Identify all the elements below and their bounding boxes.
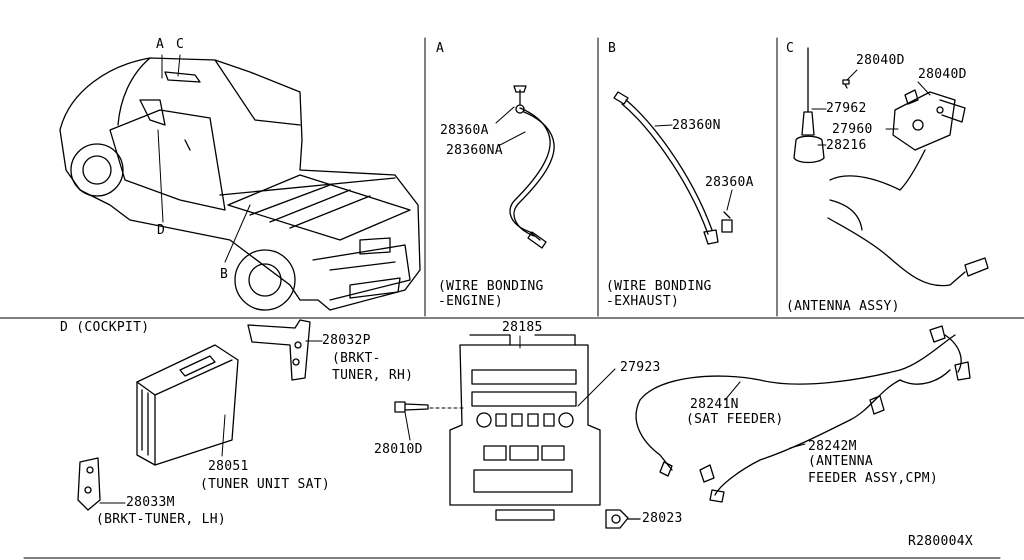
truck-illustration bbox=[60, 58, 420, 310]
caption-antenna-assy: (ANTENNA ASSY) bbox=[786, 299, 900, 314]
caption-brkt-rh-2: TUNER, RH) bbox=[332, 368, 414, 383]
caption-antenna-feeder-2: FEEDER ASSY,CPM) bbox=[808, 471, 939, 486]
part-28241n: 28241N bbox=[690, 397, 739, 412]
panel-dividers bbox=[0, 38, 1024, 558]
caption-engine-2: -ENGINE) bbox=[438, 294, 504, 309]
part-27960: 27960 bbox=[832, 122, 873, 137]
radio-unit bbox=[450, 335, 600, 520]
exhaust-leaders bbox=[655, 125, 732, 210]
bracket-rh bbox=[248, 320, 310, 380]
part-28040d-screw: 28040D bbox=[856, 53, 905, 68]
caption-brkt-lh: (BRKT-TUNER, LH) bbox=[96, 512, 227, 527]
part-27923: 27923 bbox=[620, 360, 661, 375]
truck-leaders bbox=[158, 55, 250, 262]
panel-d-title: D (COCKPIT) bbox=[60, 320, 150, 335]
caption-tuner-unit-sat: (TUNER UNIT SAT) bbox=[200, 477, 331, 492]
feeder-leaders bbox=[725, 382, 805, 448]
antenna-leaders bbox=[812, 70, 930, 145]
caption-brkt-rh-1: (BRKT- bbox=[332, 351, 381, 366]
radio-leaders bbox=[405, 336, 615, 440]
part-28242m: 28242M bbox=[808, 439, 857, 454]
exhaust-bonding-wire bbox=[614, 92, 732, 244]
tuner-leaders bbox=[100, 341, 322, 503]
bracket-lh bbox=[78, 458, 100, 510]
part-28033m: 28033M bbox=[126, 495, 175, 510]
caption-sat-feeder: (SAT FEEDER) bbox=[686, 412, 784, 427]
part-28040d-bracket: 28040D bbox=[918, 67, 967, 82]
engine-bonding-wire bbox=[510, 86, 554, 248]
part-28216: 28216 bbox=[826, 138, 867, 153]
part-28360a-engine: 28360A bbox=[440, 123, 489, 138]
antenna-feeder-cable bbox=[700, 362, 970, 502]
part-28051: 28051 bbox=[208, 459, 249, 474]
part-28023: 28023 bbox=[642, 511, 683, 526]
panel-a-letter: A bbox=[436, 41, 445, 56]
part-27962: 27962 bbox=[826, 101, 867, 116]
reference-number: R280004X bbox=[908, 534, 974, 549]
callout-b: B bbox=[220, 267, 229, 282]
antenna-assy bbox=[794, 48, 988, 286]
caption-exhaust-2: -EXHAUST) bbox=[606, 294, 680, 309]
part-28360n: 28360N bbox=[672, 118, 721, 133]
part-28010d: 28010D bbox=[374, 442, 423, 457]
sat-feeder-cable bbox=[636, 326, 961, 476]
part-28360a-exhaust: 28360A bbox=[705, 175, 754, 190]
callout-c: C bbox=[176, 37, 185, 52]
engine-leaders bbox=[496, 107, 525, 145]
connector-28023 bbox=[606, 510, 640, 528]
panel-b-letter: B bbox=[608, 41, 617, 56]
part-28032p: 28032P bbox=[322, 333, 371, 348]
caption-exhaust-1: (WIRE BONDING bbox=[606, 279, 712, 294]
callout-a: A bbox=[156, 37, 165, 52]
part-28185: 28185 bbox=[502, 320, 543, 335]
screw-28010d bbox=[395, 402, 428, 412]
callout-d: D bbox=[157, 223, 166, 238]
caption-engine-1: (WIRE BONDING bbox=[438, 279, 544, 294]
caption-antenna-feeder-1: (ANTENNA bbox=[808, 454, 874, 469]
panel-c-letter: C bbox=[786, 41, 795, 56]
tuner-unit bbox=[137, 345, 238, 465]
part-28360na: 28360NA bbox=[446, 143, 503, 158]
